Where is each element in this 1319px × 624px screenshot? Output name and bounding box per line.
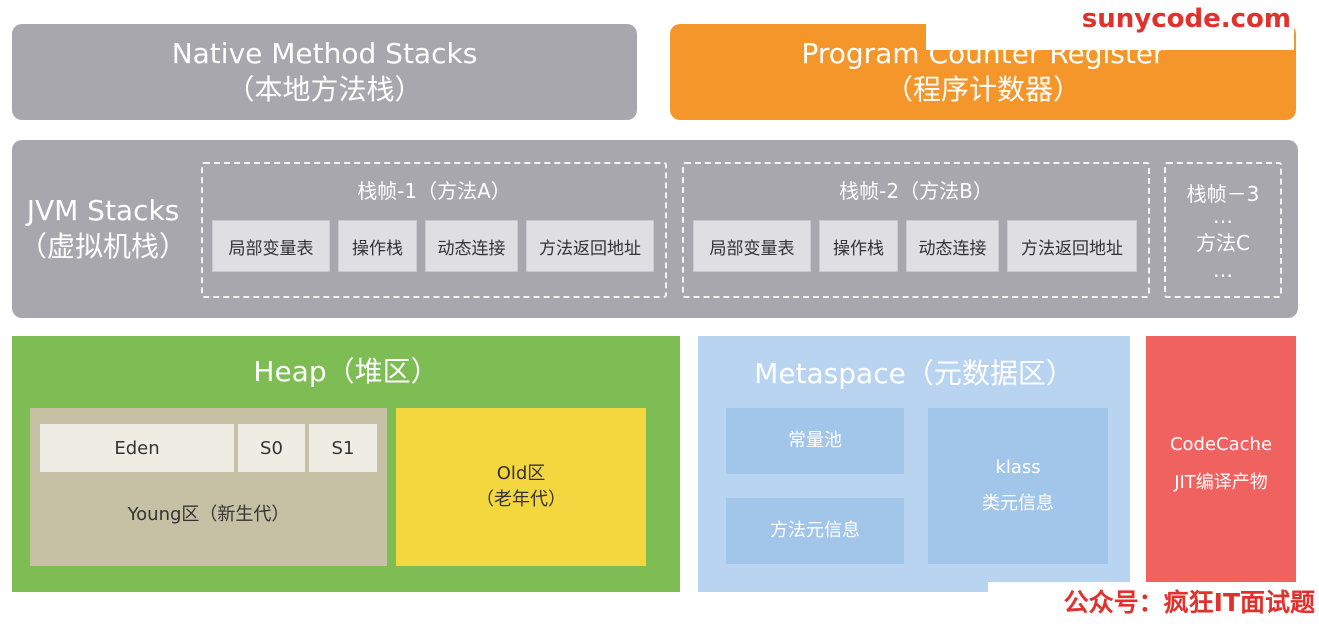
watermark-backdrop-top	[926, 22, 1294, 50]
jvm-stacks-title: JVM Stacks	[26, 194, 180, 227]
heap-title: Heap（堆区）	[253, 355, 439, 388]
survivor-s0: S0	[238, 424, 305, 472]
watermark-bottom: 公众号：疯狂IT面试题	[1063, 588, 1315, 617]
stack-frame-1-title: 栈帧-1（方法A）	[357, 179, 511, 203]
class-metadata: 类元信息	[982, 493, 1054, 514]
frame-2-return-address: 方法返回地址	[1007, 220, 1137, 272]
klass-title: klass	[995, 457, 1041, 478]
survivor-s1: S1	[309, 424, 377, 472]
native-method-stacks-subtitle: （本地方法栈）	[226, 73, 423, 106]
native-method-stacks-title: Native Method Stacks	[171, 37, 478, 70]
frame-2-operand-stack: 操作栈	[819, 220, 898, 272]
metaspace-block: Metaspace（元数据区） 常量池 方法元信息 klass 类元信息	[698, 336, 1130, 592]
stack-frame-3-ellipsis-top: …	[1213, 204, 1233, 228]
metaspace-title: Metaspace（元数据区）	[754, 357, 1074, 390]
watermark-backdrop-bottom	[988, 582, 1319, 624]
stack-frame-3-title: 栈帧－3	[1186, 182, 1260, 206]
frame-1-dynamic-linking: 动态连接	[425, 220, 518, 272]
stack-frame-3-method: 方法C	[1196, 231, 1250, 255]
watermark-top: sunycode.com	[1081, 4, 1291, 34]
code-cache-title: CodeCache	[1169, 434, 1273, 455]
eden-space: Eden	[40, 424, 234, 472]
young-generation: Eden S0 S1 Young区（新生代）	[30, 408, 387, 566]
stack-frame-1: 栈帧-1（方法A） 局部变量表 操作栈 动态连接 方法返回地址	[201, 162, 667, 298]
program-counter-subtitle: （程序计数器）	[884, 73, 1081, 106]
frame-2-dynamic-linking: 动态连接	[906, 220, 999, 272]
frame-1-operand-stack: 操作栈	[338, 220, 417, 272]
constant-pool: 常量池	[726, 408, 904, 474]
code-cache-block: CodeCache JIT编译产物	[1146, 336, 1296, 592]
stack-frame-3: 栈帧－3 … 方法C …	[1164, 162, 1282, 298]
klass-area: klass 类元信息	[928, 408, 1108, 564]
stack-frame-2: 栈帧-2（方法B） 局部变量表 操作栈 动态连接 方法返回地址	[682, 162, 1150, 298]
young-generation-label: Young区（新生代）	[127, 504, 290, 525]
old-generation-title: Old区	[496, 463, 546, 484]
frame-1-return-address: 方法返回地址	[526, 220, 654, 272]
frame-2-local-variables: 局部变量表	[693, 220, 811, 272]
jvm-stacks-label: JVM Stacks （虚拟机栈）	[12, 193, 194, 265]
code-cache-subtitle: JIT编译产物	[1174, 472, 1268, 493]
native-method-stacks-block: Native Method Stacks （本地方法栈）	[12, 24, 637, 120]
old-generation: Old区 （老年代）	[396, 408, 646, 566]
stack-frame-2-title: 栈帧-2（方法B）	[839, 179, 993, 203]
frame-1-local-variables: 局部变量表	[212, 220, 330, 272]
old-generation-subtitle: （老年代）	[476, 489, 566, 510]
stack-frame-3-ellipsis-bottom: …	[1213, 258, 1233, 282]
method-metadata: 方法元信息	[726, 498, 904, 564]
jvm-stacks-subtitle: （虚拟机栈）	[18, 230, 187, 263]
